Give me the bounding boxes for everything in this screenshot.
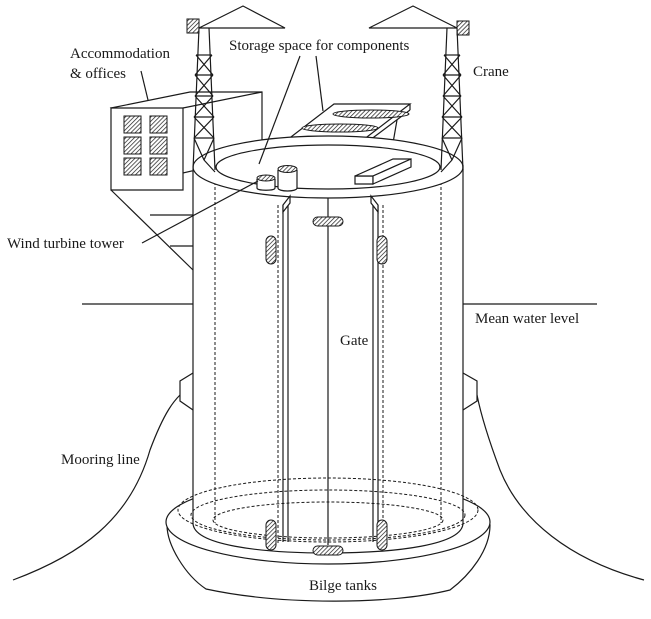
deck (192, 135, 464, 199)
mooring-line-right (476, 394, 645, 581)
leader-storage-1 (258, 55, 301, 165)
label-crane: Crane (473, 64, 509, 80)
label-wind-turbine-tower: Wind turbine tower (7, 236, 124, 252)
label-mean-water-level: Mean water level (475, 311, 579, 327)
crane-right (368, 5, 470, 173)
label-accommodation-1: Accommodation (70, 46, 170, 62)
window (123, 157, 142, 176)
wind-turbine-tower-segments (256, 165, 298, 192)
label-bilge-tanks: Bilge tanks (309, 578, 377, 594)
storage-disk (332, 109, 410, 119)
window (149, 157, 168, 176)
fairlead-left (179, 372, 194, 411)
window (149, 115, 168, 134)
label-mooring-line: Mooring line (61, 452, 140, 468)
window (123, 136, 142, 155)
label-storage: Storage space for components (229, 38, 410, 54)
mooring-line-left (12, 394, 181, 581)
leader-accommodation (140, 70, 149, 101)
deck-component-box (354, 158, 412, 185)
accommodation-building (109, 91, 263, 271)
leader-storage-2 (315, 55, 324, 112)
crane-left (186, 5, 286, 173)
leader-wind-turbine-tower (141, 180, 259, 244)
window (123, 115, 142, 134)
gate (265, 194, 388, 556)
storage-disk (301, 123, 379, 133)
fairlead-right (462, 372, 478, 411)
window (149, 136, 168, 155)
label-gate: Gate (340, 333, 369, 349)
label-accommodation-2: & offices (70, 66, 126, 82)
